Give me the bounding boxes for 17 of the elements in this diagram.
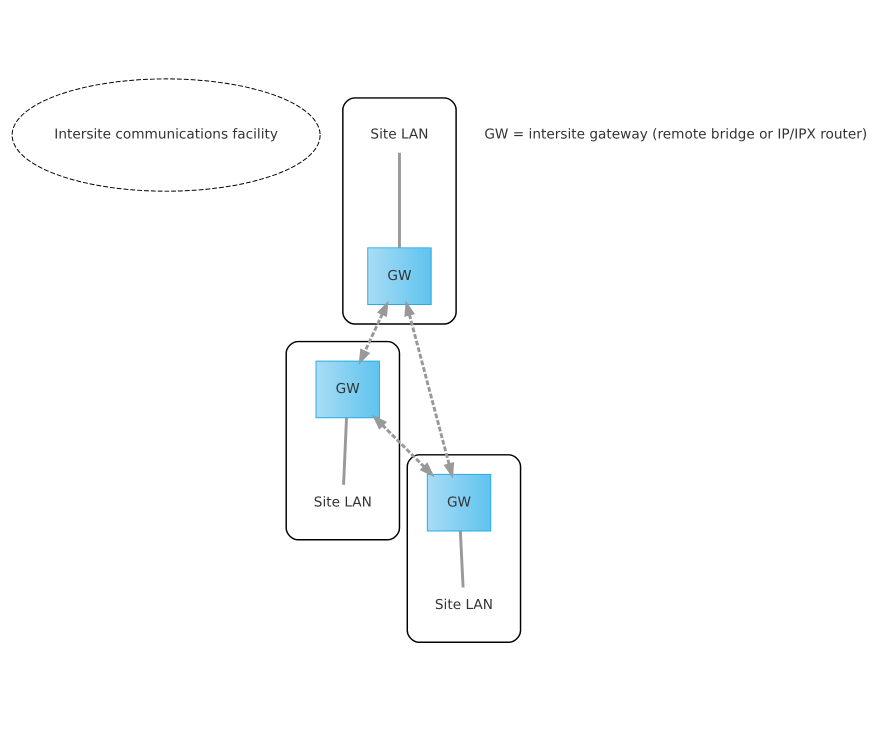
node-box: GW xyxy=(426,474,492,532)
node-text: Site LAN xyxy=(314,494,372,510)
cluster xyxy=(342,97,457,325)
connector xyxy=(398,152,401,248)
node-box: GW xyxy=(367,247,432,305)
node-text: Site LAN xyxy=(434,596,493,613)
label: GW = intersite gateway (remote bridge or IP/IPX router) xyxy=(484,126,868,143)
node-text: Site LAN xyxy=(370,126,428,143)
arrow xyxy=(372,414,435,478)
node-box: GW xyxy=(316,360,380,418)
node-ellipse: Intersite communications facility xyxy=(12,78,321,192)
connector xyxy=(458,531,465,588)
arrow xyxy=(404,300,454,479)
connector xyxy=(342,418,348,485)
cluster xyxy=(406,454,522,644)
arrow xyxy=(358,300,389,365)
cluster xyxy=(285,340,400,540)
